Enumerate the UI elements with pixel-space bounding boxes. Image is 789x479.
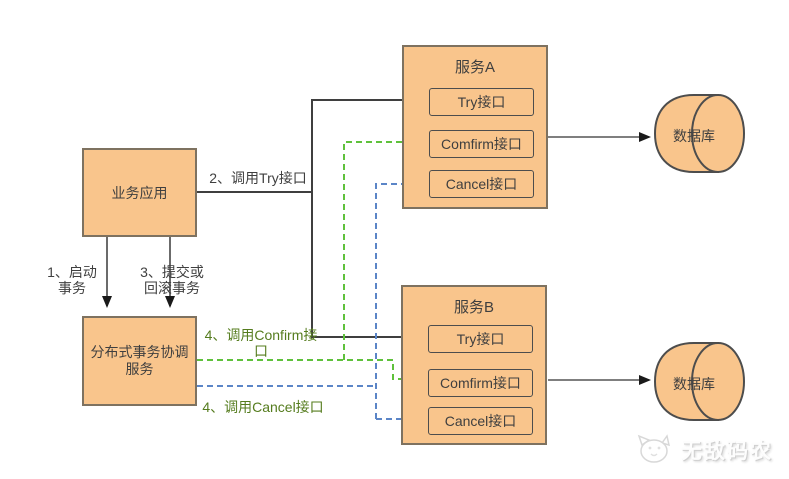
watermark-text: 无敌码农 xyxy=(681,440,773,463)
node-business-app: 业务应用 xyxy=(82,148,197,237)
edge-call-confirm xyxy=(197,137,424,384)
node-service-a: 服务A Try接口 Comfirm接口 Cancel接口 xyxy=(402,45,548,209)
database-b-label: 数据库 xyxy=(673,376,715,392)
label-call-cancel: 4、调用Cancel接口 xyxy=(202,399,324,415)
edge-app-to-coordinator xyxy=(102,237,175,308)
node-coordinator: 分布式事务协调 服务 xyxy=(82,316,197,406)
label-call-confirm: 4、调用Confirm接 口 xyxy=(204,327,318,360)
watermark: 无敌码农 xyxy=(636,433,773,467)
label-call-try: 2、调用Try接口 xyxy=(209,170,307,186)
service-a-cancel-box: Cancel接口 xyxy=(429,170,534,198)
edge-call-cancel xyxy=(197,179,424,424)
label-start-transaction: 1、启动 事务 xyxy=(47,264,97,297)
service-b-confirm-box: Comfirm接口 xyxy=(428,369,533,397)
database-a-label: 数据库 xyxy=(673,128,715,144)
coordinator-label: 分布式事务协调 服务 xyxy=(90,343,189,378)
database-b-shape xyxy=(653,342,745,421)
service-b-try-box: Try接口 xyxy=(428,325,533,353)
edge-call-try xyxy=(197,95,425,342)
database-a-shape xyxy=(653,94,745,173)
watermark-cat-icon xyxy=(637,434,671,463)
service-a-try-box: Try接口 xyxy=(429,88,534,116)
service-a-confirm-box: Comfirm接口 xyxy=(429,130,534,158)
business-app-label: 业务应用 xyxy=(111,184,168,201)
label-commit-rollback: 3、提交或 回滚事务 xyxy=(140,264,204,297)
service-b-cancel-box: Cancel接口 xyxy=(428,407,533,435)
service-b-title: 服务B xyxy=(453,299,494,316)
node-service-b: 服务B Try接口 Comfirm接口 Cancel接口 xyxy=(401,285,547,445)
service-a-title: 服务A xyxy=(454,59,495,76)
